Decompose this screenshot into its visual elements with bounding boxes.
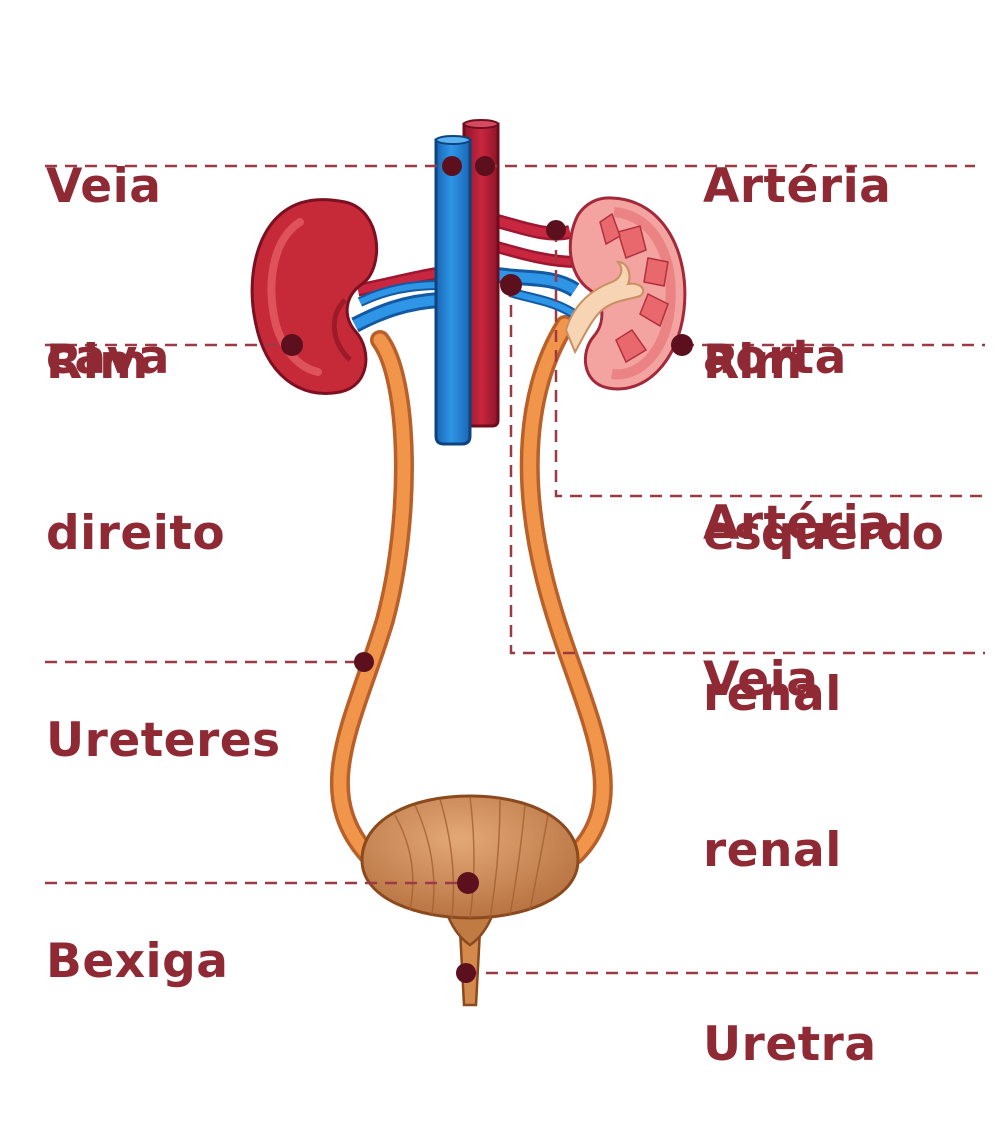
label-arteria-aorta-line1: Artéria [703,159,892,214]
label-ureteres: Ureteres [46,598,281,826]
marker-bexiga [457,872,479,894]
label-ureteres-text: Ureteres [46,713,281,768]
label-rim-esquerdo-line2: esquerdo [703,506,944,561]
label-veia-renal-line1: Veia [703,652,819,707]
label-bexiga-text: Bexiga [46,934,229,989]
label-veia-cava-line1: Veia [46,159,162,214]
marker-uretra [456,963,476,983]
marker-arteria-aorta [475,156,495,176]
label-veia-renal-line2: renal [703,823,842,878]
marker-arteria-renal [546,220,566,240]
marker-rim-direito [281,334,303,356]
leader-line-veia-renal [509,285,985,655]
label-rim-direito-line2: direito [46,506,226,561]
label-rim-direito: Rim direito [46,220,225,619]
aorta [462,119,500,428]
label-rim-esquerdo: Rim esquerdo [703,220,944,619]
label-veia-renal: Veia renal [703,537,842,936]
renal-pyramids [599,212,669,364]
ureters [329,315,613,865]
right-kidney [250,198,379,395]
label-rim-direito-line1: Rim [46,335,149,390]
marker-dots [281,156,693,983]
label-veia-cava-line2: cava [46,330,170,385]
marker-rim-esquerdo [671,334,693,356]
label-arteria-aorta-line2: aorta [703,330,847,385]
bladder [360,794,580,1007]
label-arteria-renal-line1: Artéria [703,496,892,551]
left-kidney [564,196,687,391]
marker-ureteres [354,652,374,672]
label-arteria-aorta: Artéria aorta [703,44,891,443]
vena-cava [434,135,472,446]
label-uretra: Uretra [703,902,877,1130]
label-rim-esquerdo-line1: Rim [703,335,802,390]
label-arteria-renal-line2: renal [703,667,842,722]
label-uretra-text: Uretra [703,1017,877,1072]
label-bexiga: Bexiga [46,819,229,1047]
leader-lines [45,164,985,975]
label-veia-cava: Veia cava [46,44,170,443]
renal-pelvis [564,260,645,355]
marker-veia-cava [442,156,462,176]
marker-veia-renal [500,274,522,296]
leader-line-arteria-renal [554,230,985,498]
label-arteria-renal: Artéria renal [703,381,891,780]
